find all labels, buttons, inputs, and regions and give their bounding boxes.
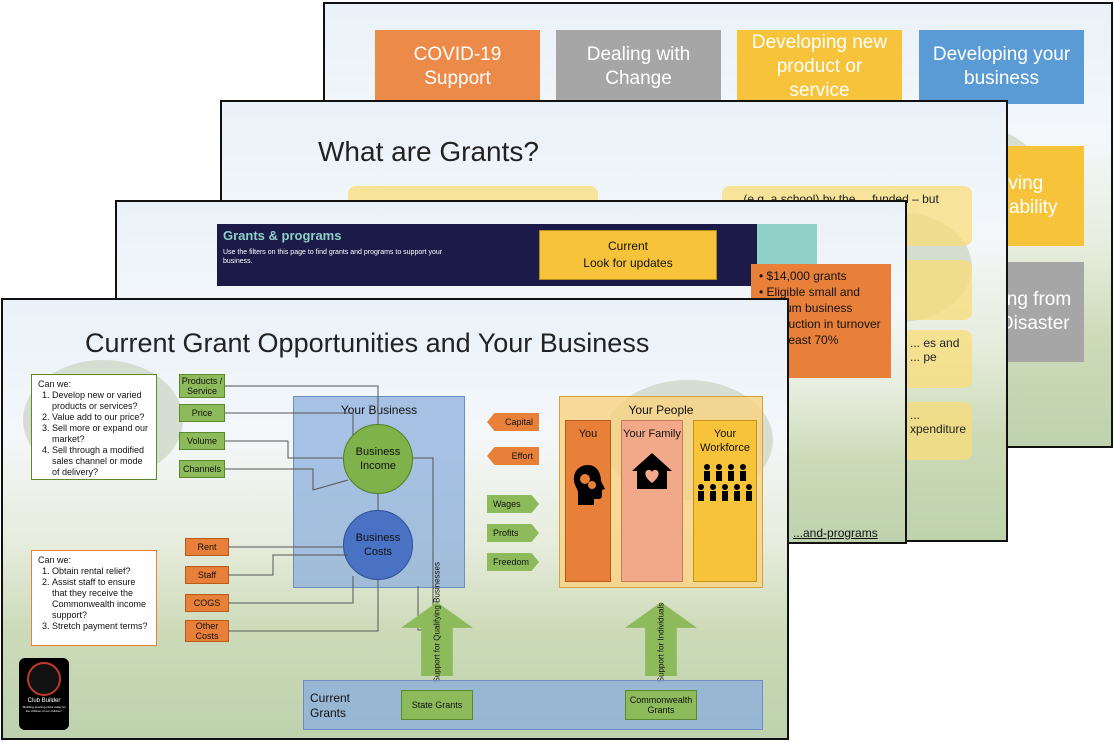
input-channels: Channels bbox=[179, 460, 225, 478]
people-col-you-label: You bbox=[578, 428, 598, 440]
head-gears-icon bbox=[573, 465, 605, 505]
people-col-family: Your Family bbox=[621, 420, 683, 582]
can-we-bottom-heading: Can we: bbox=[38, 555, 72, 565]
grants-header-subtitle: Use the filters on this page to find gra… bbox=[223, 249, 443, 265]
can-we-top-item: Sell through a modified sales channel or… bbox=[52, 445, 150, 478]
support-individuals-label: Support for Individuals bbox=[656, 602, 666, 683]
your-people-label: Your People bbox=[628, 403, 694, 417]
input-cogs: COGS bbox=[185, 594, 229, 612]
freedom-arrow: Freedom bbox=[487, 553, 539, 571]
people-col-family-label: Your Family bbox=[623, 428, 681, 440]
can-we-bottom-item: Obtain rental relief? bbox=[52, 566, 150, 577]
effort-arrow: Effort bbox=[487, 447, 539, 465]
slide-4-title: Current Grant Opportunities and Your Bus… bbox=[85, 328, 650, 358]
input-products-service: Products / Service bbox=[179, 374, 225, 398]
link-text[interactable]: ...and-programs bbox=[793, 526, 878, 540]
state-grants-box: State Grants bbox=[401, 690, 473, 720]
club-builder-logo: Club Builder "Building sporting clubs to… bbox=[19, 658, 69, 730]
tile-covid-support: COVID-19 Support bbox=[375, 30, 540, 104]
people-col-you: You bbox=[565, 420, 611, 582]
club-builder-logo-text: Club Builder bbox=[27, 698, 61, 704]
club-builder-logo-mark bbox=[27, 662, 61, 696]
business-costs-circle: Business Costs bbox=[343, 510, 413, 580]
grants-header-banner: Grants & programs Use the filters on thi… bbox=[217, 224, 817, 286]
scroll-line-1: Current bbox=[607, 239, 648, 253]
can-we-bottom-box: Can we: Obtain rental relief? Assist sta… bbox=[31, 550, 157, 646]
wages-arrow: Wages bbox=[487, 495, 539, 513]
input-volume: Volume bbox=[179, 432, 225, 450]
yellow-box-4: ... es and ... pe bbox=[902, 330, 972, 388]
can-we-top-heading: Can we: bbox=[38, 379, 72, 389]
yellow-box-5: ... xpenditure bbox=[902, 402, 972, 460]
house-heart-icon bbox=[632, 453, 672, 489]
input-rent: Rent bbox=[185, 538, 229, 556]
slide-2-title: What are Grants? bbox=[318, 136, 539, 167]
can-we-top-item: Develop new or varied products or servic… bbox=[52, 390, 150, 412]
slide-4[interactable]: Current Grant Opportunities and Your Bus… bbox=[1, 298, 789, 740]
can-we-top-item: Value add to our price? bbox=[52, 412, 150, 423]
can-we-top-box: Can we: Develop new or varied products o… bbox=[31, 374, 157, 480]
input-other-costs: Other Costs bbox=[185, 620, 229, 642]
capital-arrow: Capital bbox=[487, 413, 539, 431]
people-col-workforce-label: Your Workforce bbox=[700, 428, 750, 454]
can-we-bottom-item: Assist staff to ensure that they receive… bbox=[52, 577, 150, 621]
support-business-label: Support for Qualifying Businesses bbox=[432, 561, 442, 683]
can-we-top-item: Sell more or expand our market? bbox=[52, 423, 150, 445]
business-income-circle: Business Income bbox=[343, 424, 413, 494]
workforce-people-icon bbox=[698, 464, 752, 501]
tile-new-product: Developing new product or service bbox=[737, 30, 902, 104]
current-scroll-banner: Current Look for updates bbox=[539, 230, 717, 280]
tile-developing-business: Developing your business bbox=[919, 30, 1084, 104]
grants-header-title: Grants & programs bbox=[223, 228, 342, 243]
can-we-bottom-item: Stretch payment terms? bbox=[52, 621, 150, 632]
commonwealth-grants-box: Commonwealth Grants bbox=[625, 690, 697, 720]
tile-dealing-with-change: Dealing with Change bbox=[556, 30, 721, 104]
your-business-label: Your Business bbox=[340, 403, 418, 417]
input-staff: Staff bbox=[185, 566, 229, 584]
bullet-1: • $14,000 grants bbox=[759, 269, 847, 283]
club-builder-logo-tagline: "Building sporting clubs today for the c… bbox=[22, 705, 66, 713]
people-col-workforce: Your Workforce bbox=[693, 420, 757, 582]
current-grants-label: Current Grants bbox=[310, 691, 351, 720]
input-price: Price bbox=[179, 404, 225, 422]
scroll-line-2: Look for updates bbox=[583, 256, 673, 270]
profits-arrow: Profits bbox=[487, 524, 539, 542]
